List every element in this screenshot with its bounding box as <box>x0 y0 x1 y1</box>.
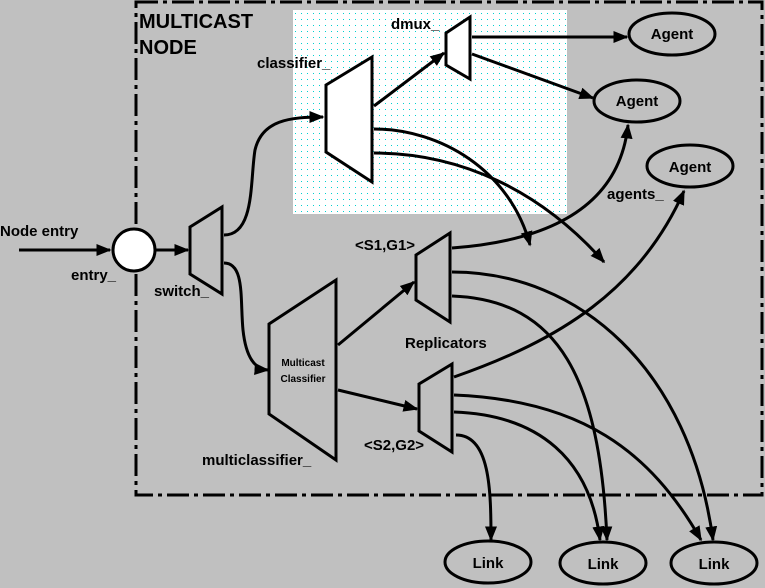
dmux-label: dmux_ <box>391 16 440 33</box>
switch-label: switch_ <box>154 283 210 300</box>
agent-node-1 <box>627 11 717 57</box>
link-label-2: Link <box>588 556 619 573</box>
node-title-line1: MULTICAST <box>139 11 253 33</box>
replicator1-to-link2-edge <box>451 294 613 542</box>
replicator2-to-link2-edge <box>453 410 605 542</box>
entry-label: entry_ <box>71 267 117 284</box>
agents-label: agents_ <box>607 186 664 203</box>
replicator2-to-agent3-edge <box>453 189 686 379</box>
link-label-1: Link <box>473 555 504 572</box>
replicators-label: Replicators <box>405 335 487 352</box>
node-entry-label: Node entry <box>0 223 79 240</box>
switch-to-multiclassifier-edge <box>223 261 270 375</box>
classifier-to-dmux-edge <box>373 51 446 108</box>
replicator-s2g2-label: <S2,G2> <box>364 437 424 454</box>
agent-label-3: Agent <box>669 159 712 176</box>
link-node-3 <box>669 540 759 586</box>
agent-label-2: Agent <box>616 93 659 110</box>
dmux-block <box>444 14 472 82</box>
link-label-3: Link <box>699 556 730 573</box>
dmux-to-agent2-edge <box>471 52 595 100</box>
replicator2-to-link3-edge <box>453 393 703 542</box>
classifier-to-replicator-area-edge-1 <box>373 127 533 247</box>
replicator-s1g1-block <box>414 230 452 325</box>
multiclassifier-label: multiclassifier_ <box>202 452 312 469</box>
replicator2-to-link1-edge <box>455 433 497 542</box>
multicast-classifier-line2: Classifier <box>280 374 325 385</box>
link-node-1 <box>443 539 533 585</box>
agent-label-1: Agent <box>651 26 694 43</box>
replicator1-to-link3-edge <box>451 270 718 542</box>
entry-node <box>111 227 157 273</box>
multicast-classifier-line1: Multicast <box>281 358 325 369</box>
classifier-label: classifier_ <box>257 55 331 72</box>
multicast-classifier-block <box>267 277 338 463</box>
classifier-block <box>324 54 374 185</box>
agent-node-3 <box>645 143 735 189</box>
switch-block <box>188 204 224 297</box>
replicator1-to-agent2-edge <box>451 123 633 250</box>
agent-node-2 <box>592 78 682 124</box>
node-title-line2: NODE <box>139 37 197 59</box>
multiclassifier-to-replicator1-edge <box>337 280 416 347</box>
classifier-to-replicator-area-edge-2 <box>373 151 606 264</box>
switch-to-classifier-edge <box>223 111 325 237</box>
replicator-s2g2-block <box>417 361 454 455</box>
replicator-s1g1-label: <S1,G1> <box>355 237 415 254</box>
multiclassifier-to-replicator2-edge <box>337 388 419 412</box>
link-node-2 <box>558 540 648 586</box>
